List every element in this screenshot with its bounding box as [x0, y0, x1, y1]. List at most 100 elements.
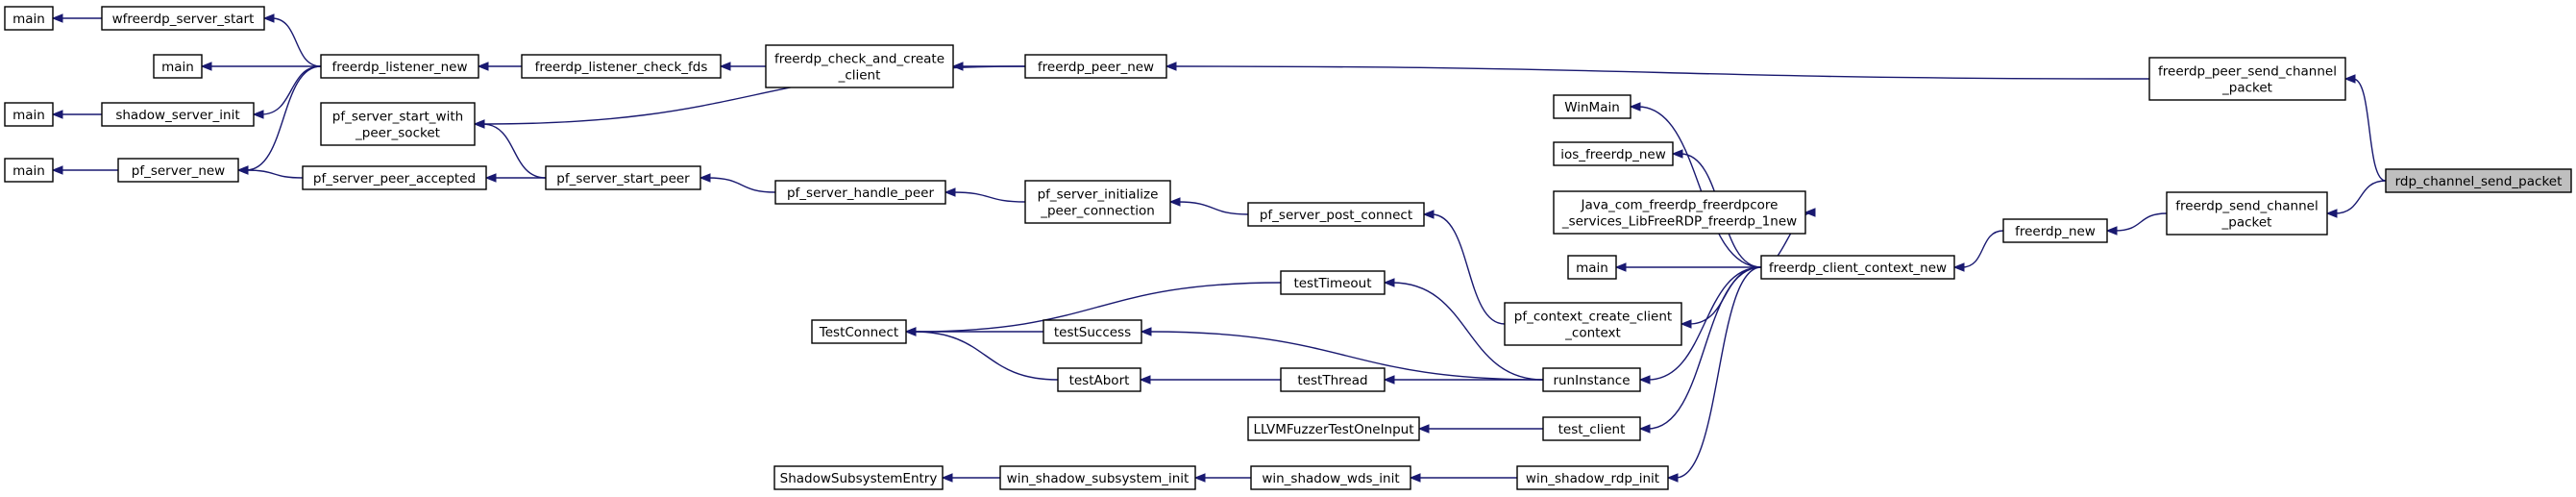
arrowhead-icon — [1614, 262, 1627, 272]
node-java-com-freerdp[interactable]: Java_com_freerdp_freerdpcore_services_Li… — [1553, 190, 1806, 235]
node-win-shadow-wds-init[interactable]: win_shadow_wds_init — [1250, 465, 1411, 490]
node-main2[interactable]: main — [153, 54, 203, 79]
edge-freerdp_client_context_new-to-win_shadow_rdp_init — [1666, 266, 1762, 483]
node-pf-context-create-client-context[interactable]: pf_context_create_client_context — [1504, 302, 1682, 346]
node-box — [1760, 255, 1955, 280]
node-label: _peer_socket — [355, 126, 440, 141]
node-label: main — [12, 163, 45, 179]
node-main1[interactable]: main — [4, 6, 54, 31]
node-label: main — [161, 60, 194, 75]
node-testsuccess[interactable]: testSuccess — [1043, 319, 1142, 344]
node-win-shadow-subsystem-init[interactable]: win_shadow_subsystem_init — [999, 465, 1196, 490]
node-box — [320, 102, 476, 146]
node-testtimeout[interactable]: testTimeout — [1280, 270, 1386, 295]
edge-pf_context_create_client_context-to-pf_server_post_connect — [1422, 210, 1506, 325]
arrowhead-icon — [1193, 473, 1206, 483]
node-box — [1024, 54, 1167, 79]
arrowhead-icon — [1168, 197, 1181, 207]
edge-freerdp_client_context_new-to-WinMain — [1629, 102, 1762, 268]
node-box — [521, 54, 722, 79]
node-pf-server-initialize-peer-connection[interactable]: pf_server_initialize_peer_connection — [1024, 180, 1171, 224]
node-pf-server-start-peer[interactable]: pf_server_start_peer — [545, 165, 701, 190]
node-freerdp-check-and-create-client[interactable]: freerdp_check_and_create_client — [765, 44, 954, 88]
node-label: freerdp_client_context_new — [1769, 261, 1947, 276]
node-label: _peer_connection — [1040, 204, 1155, 219]
node-shadowsubsystementry[interactable]: ShadowSubsystemEntry — [773, 465, 944, 490]
edge-freerdp_client_context_new-to-runInstance — [1638, 266, 1762, 385]
node-label: testThread — [1297, 373, 1367, 388]
edge-line — [1675, 266, 1762, 479]
node-label: _packet — [2221, 215, 2272, 231]
arrowhead-icon — [1165, 62, 1177, 71]
node-box — [1024, 180, 1171, 224]
node-wfreerdp-server-start[interactable]: wfreerdp_server_start — [101, 6, 265, 31]
arrowhead-icon — [1671, 149, 1683, 159]
node-ios-freerdp-new[interactable]: ios_freerdp_new — [1553, 141, 1674, 166]
edge-freerdp_listener_new-to-main2 — [200, 62, 321, 71]
node-testconnect[interactable]: TestConnect — [811, 319, 907, 344]
edge-freerdp_new-to-freerdp_client_context_new — [1952, 230, 2004, 272]
node-rdp-channel-send-packet[interactable]: rdp_channel_send_packet — [2385, 168, 2572, 193]
edge-line — [1148, 331, 1544, 381]
node-freerdp-listener-new[interactable]: freerdp_listener_new — [320, 54, 479, 79]
node-llvmfuzzertestoneinput[interactable]: LLVMFuzzerTestOneInput — [1247, 416, 1420, 441]
node-box — [1043, 319, 1142, 344]
call-edges — [51, 13, 2387, 483]
node-freerdp-new[interactable]: freerdp_new — [2002, 218, 2108, 243]
node-winmain[interactable]: WinMain — [1553, 94, 1631, 119]
edge-freerdp_peer_send_channel_packet-to-freerdp_peer_new — [1165, 62, 2150, 80]
node-pf-server-post-connect[interactable]: pf_server_post_connect — [1247, 202, 1425, 227]
node-box — [999, 465, 1196, 490]
edge-freerdp_listener_new-to-wfreerdp_server_start — [262, 13, 322, 67]
arrowhead-icon — [262, 13, 275, 23]
node-label: main — [12, 12, 45, 27]
node-pf-server-start-with-peer-socket[interactable]: pf_server_start_with_peer_socket — [320, 102, 476, 146]
node-label: win_shadow_wds_init — [1262, 471, 1399, 486]
node-freerdp-peer-send-channel-packet[interactable]: freerdp_peer_send_channel_packet — [2148, 57, 2346, 101]
arrowhead-icon — [1638, 375, 1651, 385]
node-freerdp-listener-check-fds[interactable]: freerdp_listener_check_fds — [521, 54, 722, 79]
node-label: runInstance — [1553, 373, 1630, 388]
node-pf-server-handle-peer[interactable]: pf_server_handle_peer — [774, 180, 946, 205]
node-label: testSuccess — [1054, 325, 1131, 340]
arrowhead-icon — [1666, 473, 1679, 483]
edge-line — [1391, 282, 1544, 381]
node-label: WinMain — [1564, 100, 1620, 115]
arrowhead-icon — [484, 173, 497, 183]
arrowhead-icon — [1383, 278, 1395, 287]
node-box — [1553, 141, 1674, 166]
node-test-client[interactable]: test_client — [1542, 416, 1641, 441]
edge-line — [2114, 212, 2168, 232]
node-label: pf_server_peer_accepted — [313, 171, 476, 186]
arrowhead-icon — [944, 187, 956, 197]
arrowhead-icon — [51, 110, 63, 119]
node-label: pf_server_handle_peer — [787, 186, 934, 201]
node-label: win_shadow_rdp_init — [1526, 471, 1659, 486]
arrowhead-icon — [699, 173, 711, 183]
edge-win_shadow_wds_init-to-win_shadow_subsystem_init — [1193, 473, 1251, 483]
node-pf-server-new[interactable]: pf_server_new — [117, 158, 239, 183]
node-freerdp-send-channel-packet[interactable]: freerdp_send_channel_packet — [2166, 191, 2328, 236]
node-box — [1250, 465, 1411, 490]
node-label: freerdp_peer_send_channel — [2158, 64, 2337, 80]
node-freerdp-client-context-new[interactable]: freerdp_client_context_new — [1760, 255, 1955, 280]
node-main3[interactable]: main — [4, 102, 54, 127]
node-box — [320, 54, 479, 79]
arrowhead-icon — [1638, 424, 1651, 434]
edge-rdp_channel_send_packet-to-freerdp_peer_send_channel_packet — [2343, 74, 2387, 182]
node-testthread[interactable]: testThread — [1280, 367, 1386, 392]
arrowhead-icon — [473, 119, 485, 129]
node-label: freerdp_new — [2015, 224, 2096, 239]
node-box — [2002, 218, 2108, 243]
node-shadow-server-init[interactable]: shadow_server_init — [101, 102, 255, 127]
node-testabort[interactable]: testAbort — [1057, 367, 1141, 392]
node-runinstance[interactable]: runInstance — [1542, 367, 1641, 392]
node-win-shadow-rdp-init[interactable]: win_shadow_rdp_init — [1516, 465, 1669, 490]
node-main5[interactable]: main — [1567, 255, 1617, 280]
node-label: pf_server_initialize — [1038, 187, 1159, 203]
node-freerdp-peer-new[interactable]: freerdp_peer_new — [1024, 54, 1167, 79]
arrowhead-icon — [951, 62, 964, 71]
edge-line — [913, 282, 1282, 333]
node-main4[interactable]: main — [4, 158, 54, 183]
node-pf-server-peer-accepted[interactable]: pf_server_peer_accepted — [302, 165, 487, 190]
